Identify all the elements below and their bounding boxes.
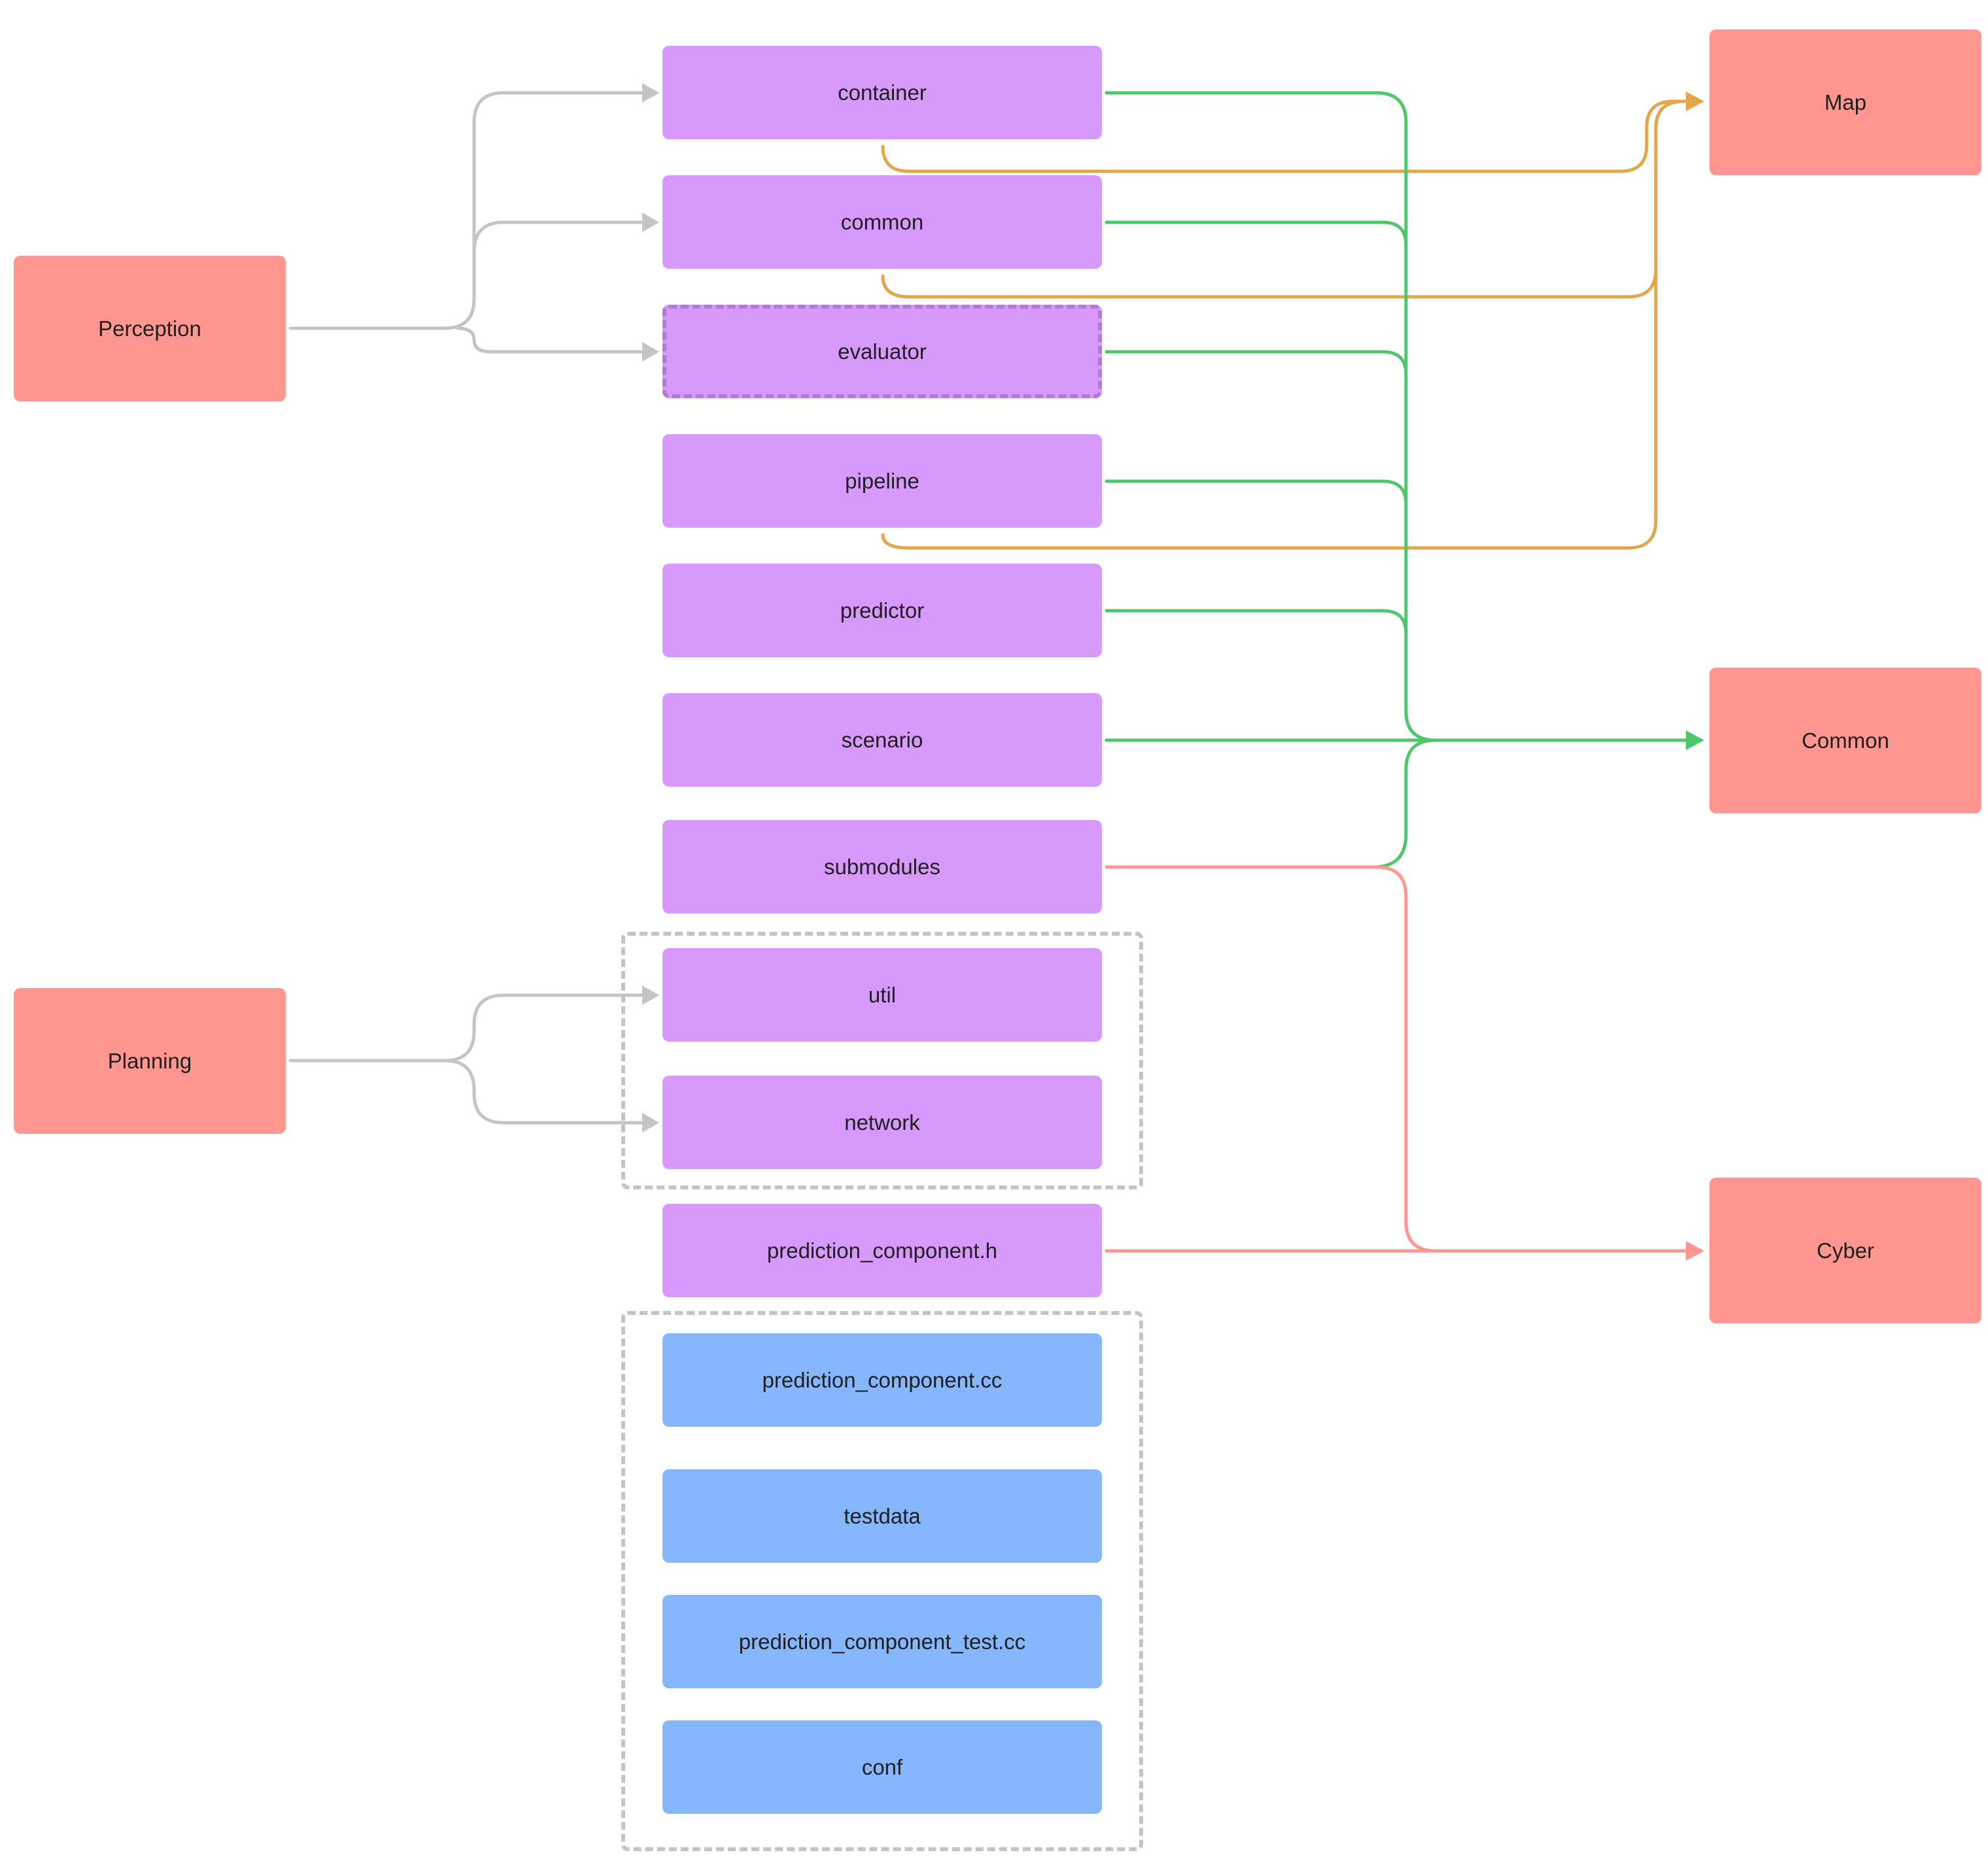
module-evaluator-label: evaluator xyxy=(838,339,927,364)
arrowhead-common xyxy=(642,213,659,232)
edge-perception-common xyxy=(443,220,646,330)
file-testdata[interactable]: testdata xyxy=(662,1469,1102,1563)
module-network[interactable]: network xyxy=(662,1076,1102,1169)
file-prediction-component-cc-label: prediction_component.cc xyxy=(762,1367,1003,1392)
module-network-label: network xyxy=(844,1110,920,1134)
module-scenario-label: scenario xyxy=(841,727,923,752)
test-files-group xyxy=(621,1311,1143,1851)
perception-label: Perception xyxy=(98,316,201,341)
arrowhead-evaluator xyxy=(642,342,659,362)
file-prediction-component-test-cc[interactable]: prediction_component_test.cc xyxy=(662,1595,1102,1688)
edge-pipeline-map xyxy=(881,99,1690,550)
edge-perception-evaluator xyxy=(456,326,646,354)
file-conf[interactable]: conf xyxy=(662,1720,1102,1814)
arrowhead-cyber xyxy=(1686,1241,1704,1261)
module-util-label: util xyxy=(868,982,897,1007)
arrowhead-network xyxy=(642,1113,659,1133)
module-common-label: common xyxy=(840,209,924,234)
common-ext-label: Common xyxy=(1802,728,1889,753)
module-submodules[interactable]: submodules xyxy=(662,820,1102,913)
edge-perception-container xyxy=(288,91,646,330)
module-submodules-label: submodules xyxy=(824,854,940,879)
edge-common-common xyxy=(1105,220,1408,247)
module-predictor-label: predictor xyxy=(840,598,925,622)
module-prediction-component-h-label: prediction_component.h xyxy=(766,1238,998,1263)
module-scenario[interactable]: scenario xyxy=(662,693,1102,787)
edge-container-map xyxy=(881,99,1690,173)
module-pipeline-label: pipeline xyxy=(845,468,919,493)
file-prediction-component-cc[interactable]: prediction_component.cc xyxy=(662,1333,1102,1427)
edge-container-common xyxy=(1105,91,1437,742)
edge-planning-util xyxy=(288,993,646,1063)
map-node[interactable]: Map xyxy=(1709,29,1981,175)
perception-node[interactable]: Perception xyxy=(14,256,286,401)
edge-submodules-common xyxy=(1371,738,1437,869)
module-pipeline[interactable]: pipeline xyxy=(662,434,1102,528)
arrowhead-map xyxy=(1686,92,1704,111)
arrowhead-container xyxy=(642,83,659,103)
edge-predictor-common xyxy=(1105,609,1408,636)
edge-submodules-cyber xyxy=(1105,865,1437,1253)
planning-label: Planning xyxy=(107,1048,192,1073)
map-label: Map xyxy=(1824,90,1867,114)
module-common[interactable]: common xyxy=(662,175,1102,269)
file-testdata-label: testdata xyxy=(844,1503,921,1528)
planning-deps-group xyxy=(621,932,1143,1189)
module-predictor[interactable]: predictor xyxy=(662,564,1102,657)
cyber-label: Cyber xyxy=(1816,1238,1875,1263)
arrowhead-util xyxy=(642,985,659,1005)
cyber-node[interactable]: Cyber xyxy=(1709,1178,1981,1323)
module-util[interactable]: util xyxy=(662,948,1102,1042)
module-evaluator[interactable]: evaluator xyxy=(662,305,1102,398)
common-ext-node[interactable]: Common xyxy=(1709,668,1981,813)
file-conf-label: conf xyxy=(861,1754,903,1779)
edge-evaluator-common xyxy=(1105,350,1408,377)
file-prediction-component-test-cc-label: prediction_component_test.cc xyxy=(738,1629,1026,1654)
module-prediction-component-h[interactable]: prediction_component.h xyxy=(662,1204,1102,1297)
edge-planning-network xyxy=(443,1059,646,1125)
planning-node[interactable]: Planning xyxy=(14,988,286,1134)
module-container[interactable]: container xyxy=(662,46,1102,139)
edge-pipeline-common xyxy=(1105,479,1408,506)
arrowhead-common-ext xyxy=(1686,730,1704,750)
module-container-label: container xyxy=(838,80,927,105)
